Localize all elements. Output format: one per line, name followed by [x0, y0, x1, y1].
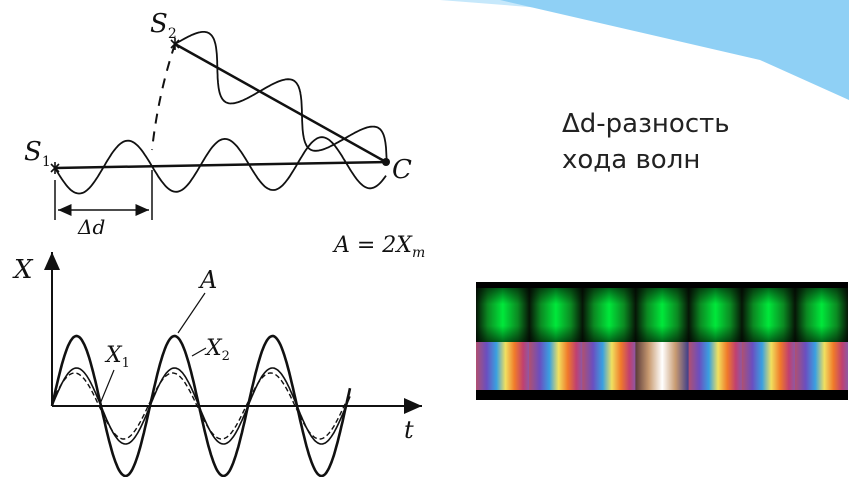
label-curve-x2: X2 [204, 336, 230, 364]
curve-x2 [51, 372, 351, 440]
s2-wave [174, 31, 388, 161]
s2-marker [170, 38, 180, 50]
interference-fringes-image [476, 282, 848, 400]
caption-line-1: Δd-разность [562, 109, 730, 139]
spectrum-fringe [794, 342, 848, 390]
spectrum-fringe [635, 342, 689, 390]
leader-a [177, 292, 206, 334]
label-s2: S2 [150, 9, 177, 42]
label-axis-x: X [12, 255, 34, 285]
spectrum-fringe [688, 342, 743, 390]
label-axis-t: t [404, 416, 414, 444]
caption-line-2: хода волн [562, 145, 701, 175]
label-s1: S1 [24, 137, 51, 170]
wave-interference-diagram: S1 S2 C Δd A = 2Xm X t A X1 X2 [12, 9, 425, 477]
path-difference-caption: Δd-разность хода волн [562, 106, 792, 178]
point-c-dot [382, 158, 390, 166]
s1-marker [50, 162, 60, 174]
spectrum-fringe [476, 342, 530, 390]
leader-x2 [191, 347, 207, 357]
curve-x1 [51, 367, 351, 445]
spectrum-fringe [582, 342, 636, 390]
amplitude-formula: A = 2Xm [332, 233, 425, 261]
white-light-fringe-row [476, 342, 848, 390]
leader-x1 [99, 369, 115, 405]
s1-wave [54, 136, 387, 195]
dashed-arc [151, 43, 176, 151]
spectrum-fringe [529, 342, 583, 390]
green-row-shading [476, 288, 848, 342]
label-delta-d: Δd [77, 215, 105, 239]
label-curve-x1: X1 [104, 343, 130, 371]
decor-blue-shape [500, 0, 849, 100]
label-curve-a: A [198, 266, 217, 294]
s1-to-c-line [54, 160, 387, 170]
label-c: C [392, 155, 412, 185]
s2-to-c-line [174, 42, 387, 164]
spectrum-fringe [741, 342, 796, 390]
